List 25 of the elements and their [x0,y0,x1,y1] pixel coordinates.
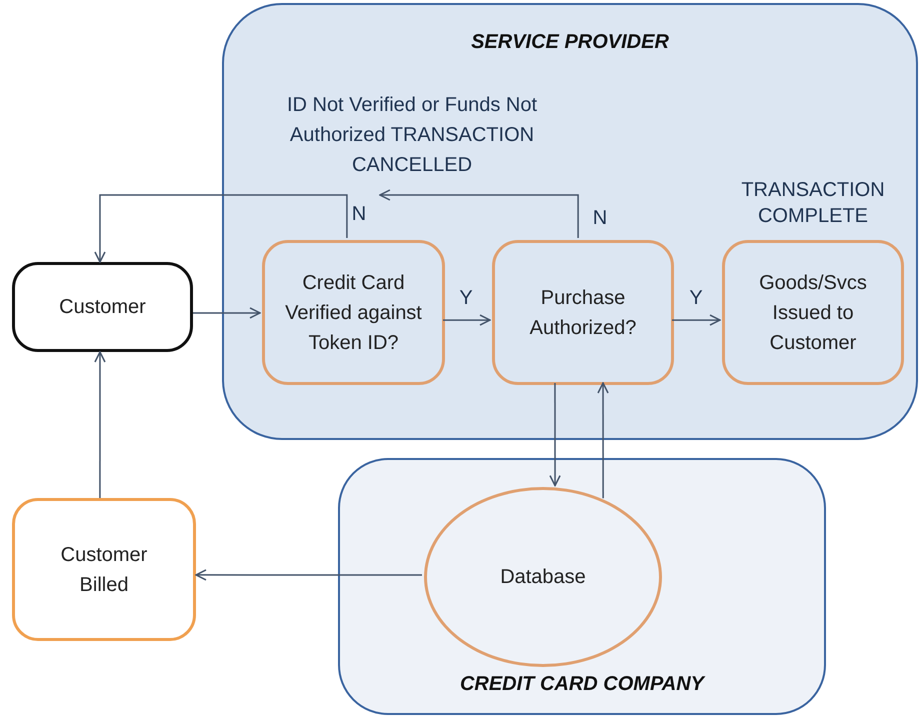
node-label: Customer [59,295,146,320]
arrow [443,314,491,326]
node-label: Purchase Authorized? [528,286,638,340]
node-label: Database [500,565,586,590]
process-box [12,498,196,641]
arrow [94,194,348,263]
arrow [193,307,261,319]
group-title: CREDIT CARD COMPANY [458,672,706,697]
node-label: Credit Card Verified against Token ID? [284,270,423,356]
arrow [597,382,609,498]
arrow [379,189,579,238]
group-panel [338,458,826,715]
outcome-text: TRANSACTION COMPLETE [740,178,886,229]
group-panel [222,3,918,440]
process-box [262,240,445,385]
arrow [195,569,422,581]
node-label: Customer Billed [60,542,148,598]
arrow [94,351,106,498]
outcome-text: ID Not Verified or Funds Not Authorized TRANSACTION CANCELLED [286,93,538,178]
arrow [672,314,721,326]
node-label: Goods/Svcs Issued to Customer [758,270,868,356]
actor-box [12,262,193,352]
group-title: SERVICE PROVIDER [470,30,670,55]
process-box [492,240,674,385]
arrow [549,383,561,486]
